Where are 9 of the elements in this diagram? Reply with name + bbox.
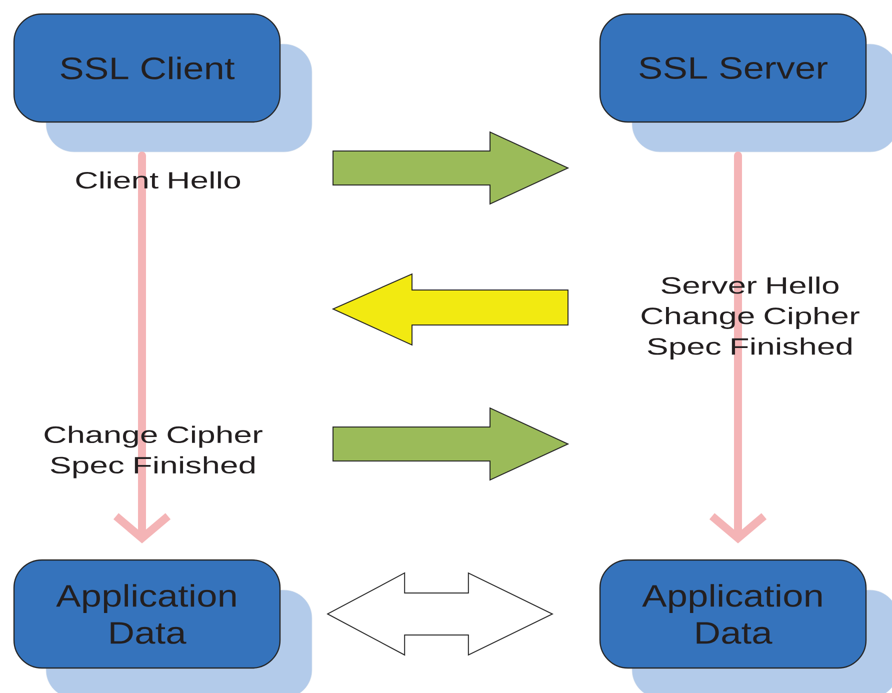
process-box: SSL Client (13, 13, 281, 123)
process-box: SSL Server (599, 13, 867, 123)
message-label: Server Hello Change Cipher Spec Finished (642, 276, 860, 360)
message-label: Change Cipher Spec Finished (44, 426, 262, 478)
process-box: Application Data (599, 559, 867, 669)
process-box: Application Data (13, 559, 281, 669)
message-label: Client Hello (76, 171, 240, 189)
lifeline-arrow (709, 152, 767, 544)
lifeline-arrow (113, 152, 171, 544)
